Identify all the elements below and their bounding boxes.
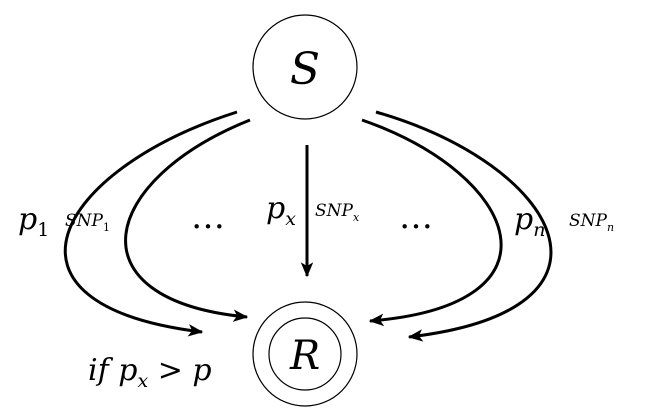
receiver-condition-label: if px > p	[88, 353, 212, 392]
source-node: S	[252, 14, 358, 120]
source-node-label: S	[290, 44, 320, 95]
prob-label-pn: pn	[514, 202, 545, 241]
edge-outer-left	[63, 110, 238, 337]
edge-label-px: px SNPx	[266, 191, 360, 230]
edge-label-pn: pn SNPn	[514, 202, 614, 241]
edge-outer-right	[375, 110, 553, 342]
edge-inner-right	[361, 118, 503, 327]
ellipsis-left: …	[191, 197, 229, 237]
snp-label-x: SNPx	[315, 201, 360, 224]
receiver-node: R	[252, 301, 358, 407]
prob-label-p1: p1	[18, 202, 49, 241]
receiver-node-inner-circle	[268, 317, 342, 391]
prob-label-px: px	[266, 191, 296, 230]
receiver-node-label: R	[289, 333, 320, 379]
source-node-circle	[252, 14, 358, 120]
snp-label-1: SNP1	[65, 211, 110, 234]
edge-label-p1: p1 SNP1	[18, 202, 110, 241]
snp-label-n: SNPn	[569, 211, 614, 234]
edge-inner-left	[124, 118, 251, 322]
ellipsis-right: …	[399, 197, 437, 237]
